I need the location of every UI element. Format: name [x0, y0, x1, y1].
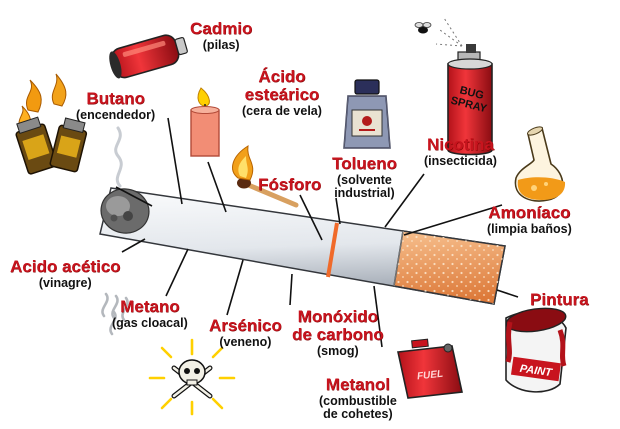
label-arsenico-name: Arsénico: [209, 316, 282, 335]
battery-icon: [109, 34, 188, 79]
gas-fumes-icon: [101, 292, 129, 336]
label-monoxido-desc: (smog): [316, 343, 359, 358]
candle-icon: [190, 87, 220, 157]
leader-metanol: [373, 285, 383, 348]
lighter-icon: [15, 73, 88, 175]
skull-crossbones-icon: [148, 338, 236, 416]
label-nicotina: Nicotina (insecticida): [424, 136, 497, 168]
cigarette: [99, 126, 506, 305]
paint-can-text: PAINT: [519, 363, 554, 380]
leader-amoniaco: [403, 204, 503, 236]
leader-lines: [115, 117, 519, 348]
flask-icon: [514, 126, 566, 202]
leader-pintura: [496, 289, 519, 298]
label-metanol-name: Metanol: [325, 375, 391, 394]
label-fosforo-name: Fósforo: [258, 175, 322, 194]
label-nicotina-desc: (insecticida): [424, 153, 497, 168]
label-amoniaco-desc: (limpia baños): [487, 221, 572, 236]
label-tolueno-name: Tolueno: [332, 154, 397, 173]
leader-metano: [165, 248, 189, 297]
leader-arsenico: [226, 259, 244, 316]
solvent-bottle-icon: [343, 79, 391, 149]
leader-cadmio: [167, 117, 183, 205]
leader-monoxido: [289, 273, 293, 306]
label-cadmio: Cadmio (pilas): [190, 20, 252, 52]
label-amoniaco-name: Amoníaco: [488, 203, 571, 222]
label-arsenico: Arsénico (veneno): [209, 317, 282, 349]
fly-icon: [414, 22, 432, 34]
label-pintura: Pintura: [530, 291, 589, 309]
label-metano: Metano (gas cloacal): [112, 298, 188, 330]
label-metano-desc: (gas cloacal): [112, 315, 188, 330]
label-metano-name: Metano: [120, 297, 180, 316]
label-butano: Butano (encendedor): [76, 90, 155, 122]
label-acido-acetico: Acido acético (vinagre): [10, 258, 121, 290]
leader-nicotina: [384, 173, 425, 228]
label-amoniaco: Amoníaco (limpia baños): [487, 204, 572, 236]
leader-acido-acetico: [121, 238, 146, 253]
label-acido-acetico-desc: (vinagre): [38, 275, 92, 290]
fuel-can-icon: FUEL: [397, 338, 463, 399]
leader-butano: [115, 186, 153, 207]
label-butano-desc: (encendedor): [76, 107, 156, 122]
leader-acido-estearico: [207, 161, 227, 213]
leader-fosforo: [299, 194, 323, 241]
label-nicotina-name: Nicotina: [426, 135, 494, 154]
filter-line: [393, 230, 404, 287]
label-acido-acetico-name: Acido acético: [10, 257, 121, 276]
bug-spray-icon: BUGSPRAY: [414, 17, 493, 156]
match-icon: [232, 145, 299, 208]
label-acido-estearico-desc: (cera de vela): [242, 103, 322, 118]
filter-ring: [326, 222, 339, 278]
label-pintura-name: Pintura: [530, 290, 589, 309]
fuel-can-text: FUEL: [416, 369, 443, 383]
label-cadmio-name: Cadmio: [190, 19, 253, 38]
label-fosforo: Fósforo: [258, 176, 321, 194]
label-cadmio-desc: (pilas): [202, 37, 240, 52]
label-butano-name: Butano: [86, 89, 145, 108]
paint-can-icon: PAINT: [505, 307, 567, 393]
smoke-wisp: [114, 126, 123, 188]
leader-tolueno: [335, 197, 341, 225]
label-arsenico-desc: (veneno): [219, 334, 272, 349]
